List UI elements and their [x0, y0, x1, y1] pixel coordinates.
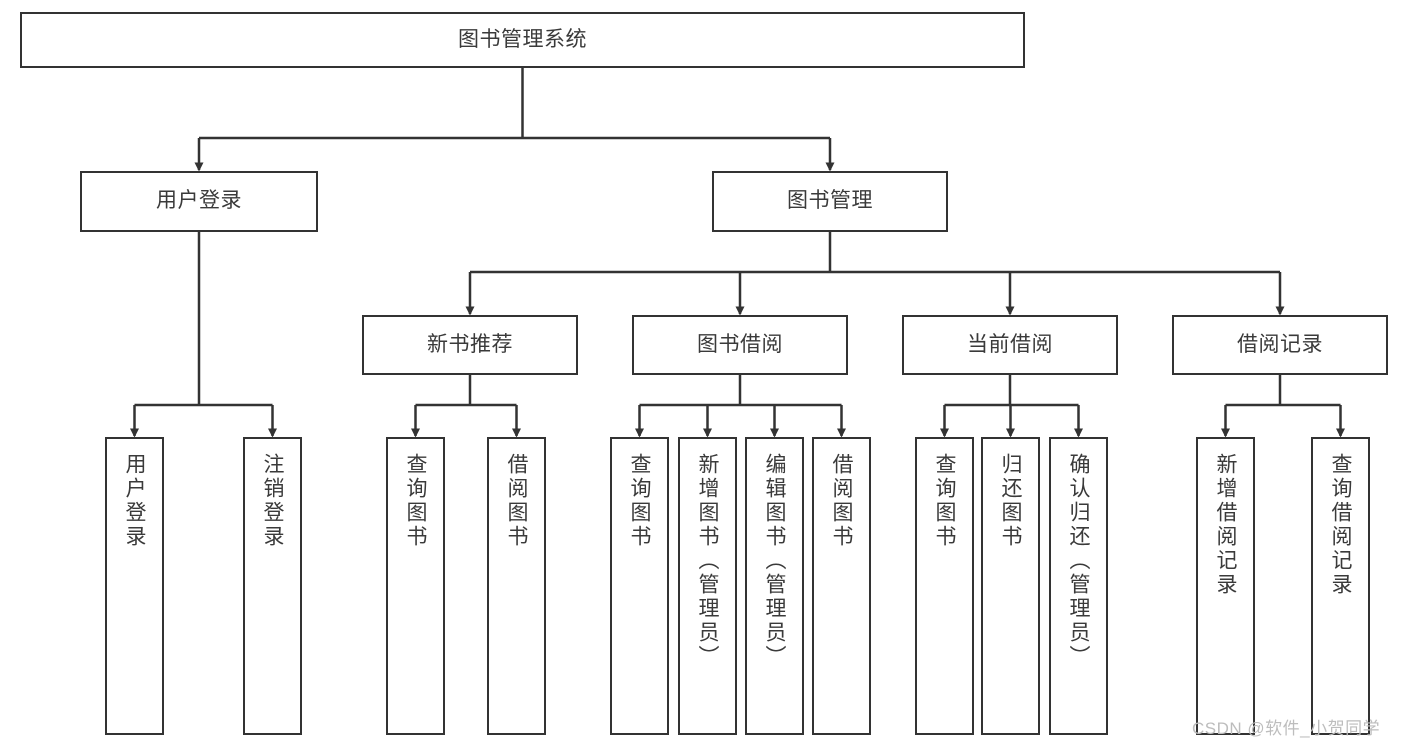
node-label: 借阅图书 — [505, 453, 528, 549]
node-book_borrow[interactable]: 图书借阅 — [632, 315, 848, 375]
node-label: 用户登录 — [156, 189, 242, 213]
node-leaf_cb_query[interactable]: 查询图书 — [915, 437, 974, 735]
node-label: 查询图书 — [628, 453, 651, 549]
node-user_login[interactable]: 用户登录 — [80, 171, 318, 232]
node-new_book_rec[interactable]: 新书推荐 — [362, 315, 578, 375]
node-leaf_br_add[interactable]: 新增借阅记录 — [1196, 437, 1255, 735]
node-leaf_bb_add[interactable]: 新增图书（管理员） — [678, 437, 737, 735]
node-label: 图书管理 — [787, 189, 873, 213]
node-root[interactable]: 图书管理系统 — [20, 12, 1025, 68]
node-leaf_cb_confirm[interactable]: 确认归还（管理员） — [1049, 437, 1108, 735]
node-label: 新书推荐 — [427, 332, 513, 356]
node-label: 查询图书 — [404, 453, 427, 549]
node-label: 归还图书 — [999, 453, 1022, 549]
node-label: 编辑图书（管理员） — [763, 453, 786, 669]
node-leaf_bb_borrow[interactable]: 借阅图书 — [812, 437, 871, 735]
node-label: 图书管理系统 — [458, 27, 587, 51]
node-leaf_br_query[interactable]: 查询借阅记录 — [1311, 437, 1370, 735]
node-leaf_cb_return[interactable]: 归还图书 — [981, 437, 1040, 735]
node-label: 查询借阅记录 — [1329, 453, 1352, 597]
node-leaf_nbr_borrow[interactable]: 借阅图书 — [487, 437, 546, 735]
edge-group — [130, 68, 1345, 438]
node-leaf_logout[interactable]: 注销登录 — [243, 437, 302, 735]
node-label: 图书借阅 — [697, 332, 783, 356]
node-current_borrow[interactable]: 当前借阅 — [902, 315, 1118, 375]
node-label: 借阅记录 — [1237, 332, 1323, 356]
node-book_manage[interactable]: 图书管理 — [712, 171, 948, 232]
node-label: 新增图书（管理员） — [696, 453, 719, 669]
node-label: 确认归还（管理员） — [1067, 453, 1090, 669]
node-label: 注销登录 — [261, 453, 284, 549]
node-leaf_nbr_query[interactable]: 查询图书 — [386, 437, 445, 735]
node-label: 查询图书 — [933, 453, 956, 549]
node-label: 借阅图书 — [830, 453, 853, 549]
node-leaf_user_login[interactable]: 用户登录 — [105, 437, 164, 735]
node-borrow_record[interactable]: 借阅记录 — [1172, 315, 1388, 375]
node-label: 新增借阅记录 — [1214, 453, 1237, 597]
node-leaf_bb_edit[interactable]: 编辑图书（管理员） — [745, 437, 804, 735]
node-label: 用户登录 — [123, 453, 146, 549]
node-label: 当前借阅 — [967, 332, 1053, 356]
node-leaf_bb_query[interactable]: 查询图书 — [610, 437, 669, 735]
